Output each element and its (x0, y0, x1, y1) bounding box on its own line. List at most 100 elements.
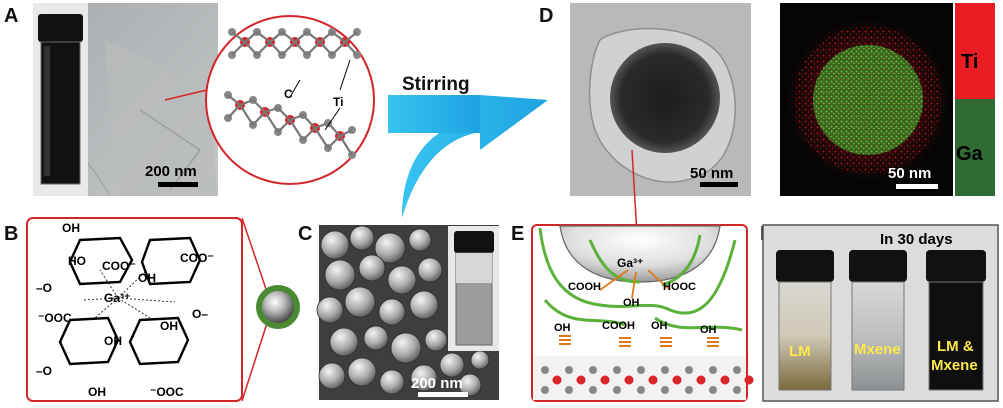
stirring-arrow: Stirring (388, 74, 548, 218)
sem-sphere (458, 373, 482, 397)
label-oh-left-mid: OH (104, 334, 122, 348)
scale-bar-label-d-tem: 50 nm (690, 165, 733, 182)
panel-a: A 200 nm (4, 3, 375, 197)
label-ga-ion: Ga³⁺ (104, 291, 130, 305)
polymer-chains (538, 227, 743, 332)
label-oh-far-right: OH (700, 324, 717, 336)
slab-atom (541, 366, 549, 374)
sem-sphere (316, 296, 344, 324)
slab-atom (589, 366, 597, 374)
core-shell-particle (256, 285, 300, 329)
atom-label-c: C (284, 87, 293, 101)
panel-label-d: D (539, 5, 553, 27)
slab-atom (541, 386, 549, 394)
sem-sphere (358, 254, 386, 282)
coordination-arrows (599, 269, 671, 299)
panel-b: B OH HO COO⁻ OH COO⁻ –O Ga³⁺ ⁻OOC OH OH … (4, 217, 300, 402)
scale-bar-label-c: 200 nm (411, 375, 463, 392)
label-oh-bottom: OH (88, 385, 106, 399)
scale-bar-c (418, 392, 468, 397)
label-oh-bottom-e: OH (651, 320, 668, 332)
panel-label-a: A (4, 5, 18, 27)
panel-label-b: B (4, 223, 18, 245)
slab-atom (613, 386, 621, 394)
sem-sphere (410, 364, 438, 392)
sem-sphere (349, 225, 375, 251)
sem-sphere (347, 357, 377, 387)
label-oh-right-mid: OH (160, 319, 178, 333)
sem-sphere (379, 369, 405, 395)
lm-droplet-section (559, 225, 721, 283)
slab-atom (624, 375, 634, 385)
sem-sphere (387, 265, 417, 295)
label-cooh-left: COOH (568, 281, 601, 293)
slab-atom (565, 366, 573, 374)
slab-atom (709, 366, 717, 374)
label-oh-center: OH (138, 271, 156, 285)
scale-bar-d-map (896, 184, 938, 189)
slab-atom (637, 366, 645, 374)
slab-atom (648, 375, 658, 385)
legend-ga-swatch (955, 99, 995, 196)
sem-sphere (439, 352, 465, 378)
scale-bar-d-tem (700, 182, 738, 187)
lm-core (610, 43, 720, 153)
sem-sphere (318, 362, 346, 390)
vial-lm: LM (776, 250, 834, 391)
slab-atom (672, 375, 682, 385)
label-ooc-bottom-right: ⁻OOC (150, 385, 184, 399)
legend-ga-label: Ga (956, 143, 984, 165)
sem-sphere (424, 328, 448, 352)
slab-atom (685, 366, 693, 374)
panel-label-e: E (511, 223, 524, 245)
slab-atom (733, 366, 741, 374)
slab-atom (661, 386, 669, 394)
vial-label-mxene-2: Mxene (931, 357, 978, 374)
sem-sphere (409, 290, 439, 320)
label-oh-top-left: OH (62, 221, 80, 235)
vial-photo-a (33, 3, 88, 196)
sem-sphere (374, 232, 406, 264)
slab-atom (576, 375, 586, 385)
vial-label-lm: LM (789, 343, 811, 360)
alginate-rings (58, 236, 202, 366)
label-oh-mid-e: OH (623, 297, 640, 309)
panel-c: C 200 nm (298, 223, 499, 400)
slab-atom (709, 386, 717, 394)
sem-sphere (320, 230, 350, 260)
slab-atom (637, 386, 645, 394)
slab-atom (720, 375, 730, 385)
label-o-right: O– (192, 307, 208, 321)
slab-atom (613, 366, 621, 374)
pointer-line-d (631, 149, 638, 236)
label-ho: HO (68, 254, 86, 268)
scale-bar-label-a: 200 nm (145, 163, 197, 180)
coordination-lines (81, 269, 176, 319)
label-o-bottom-left: –O (36, 364, 52, 378)
slab-atom (733, 386, 741, 394)
panel-f-title: In 30 days (880, 231, 953, 248)
scale-bar-label-d-map: 50 nm (888, 165, 931, 182)
slab-atom (685, 386, 693, 394)
slab-atom (589, 386, 597, 394)
sem-sphere (363, 325, 389, 351)
vial-label-lm-and: LM & (937, 338, 974, 355)
label-coo-center: COO⁻ (102, 259, 136, 273)
slab-atom (744, 375, 754, 385)
sem-sphere (344, 286, 376, 318)
slab-atom (600, 375, 610, 385)
legend-ti-label: Ti (961, 51, 978, 73)
scale-bar-a: 200 nm (145, 163, 198, 187)
vial-mxene: Mxene (849, 250, 907, 391)
label-oh-far-left: OH (554, 322, 571, 334)
mxene-lattice (224, 28, 361, 159)
panel-d: D 50 nm 50 nm Ti Ga (539, 3, 995, 240)
sem-sphere (408, 228, 432, 252)
label-ga-ion-e: Ga³⁺ (617, 256, 643, 270)
label-coo-top-right: COO⁻ (180, 251, 214, 265)
sem-sphere (470, 350, 490, 370)
h-bond-marks (559, 335, 719, 347)
panel-f: F In 30 days LM Mxene LM & Mxene (760, 223, 999, 402)
panel-label-c: C (298, 223, 312, 245)
panel-e: E Ga³⁺ COOH HOOC OH COOH OH (511, 223, 754, 402)
